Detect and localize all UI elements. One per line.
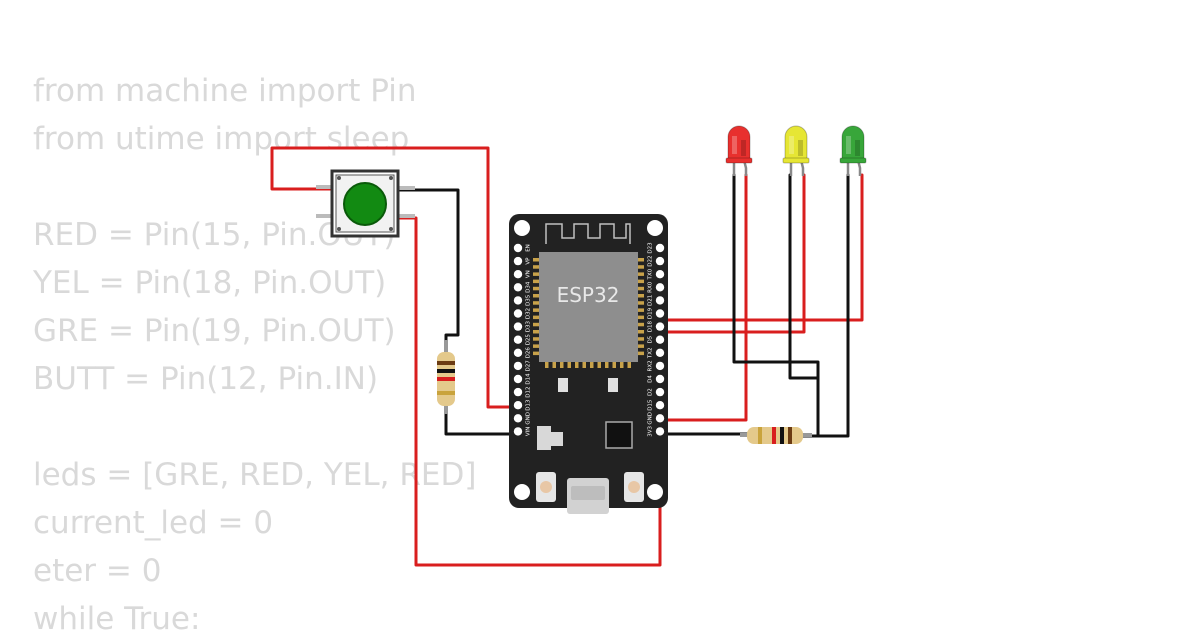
wire-green-led-cathode xyxy=(798,173,850,438)
pin-hole-d4[interactable] xyxy=(655,374,665,384)
pin-label: D23 xyxy=(648,242,654,254)
esp32-module xyxy=(539,252,638,362)
code-listing: from machine import Pin from utime import… xyxy=(33,67,476,643)
code-line: from machine import Pin xyxy=(33,73,417,109)
pin-label: D25 xyxy=(526,334,532,346)
pin-hole-d2[interactable] xyxy=(655,387,665,397)
pin-label: D19 xyxy=(648,307,654,319)
pin-hole-d33[interactable] xyxy=(513,322,523,331)
pin-hole-gnd[interactable] xyxy=(513,414,523,423)
pin-label: TX2 xyxy=(648,347,654,359)
pin-hole-d26[interactable] xyxy=(513,348,523,357)
pin-hole-3v3[interactable] xyxy=(655,427,665,436)
wire-red-led-to-d15 xyxy=(658,173,748,422)
pin-hole-d19[interactable] xyxy=(655,309,665,318)
pin-label: D2 xyxy=(648,388,654,396)
wire-red-led-cathode xyxy=(732,173,820,438)
pin-label: D13 xyxy=(526,399,532,411)
pin-hole-vin[interactable] xyxy=(513,427,523,436)
pin-hole-d34[interactable] xyxy=(513,283,523,292)
code-line: from utime import sleep xyxy=(33,121,410,157)
pin-hole-d21[interactable] xyxy=(655,296,665,305)
pin-hole-d12[interactable] xyxy=(513,387,523,397)
right-pin-header: D23D22TX0RX0D21D19D18D5TX2RX2D4D2D15GND3… xyxy=(648,242,665,437)
pin-label: D21 xyxy=(648,295,654,306)
pin-label: EN xyxy=(526,244,532,252)
code-line: YEL = Pin(18, Pin.OUT) xyxy=(33,265,387,301)
pin-hole-en[interactable] xyxy=(513,243,523,253)
pin-hole-d14[interactable] xyxy=(513,374,523,384)
button-cap[interactable] xyxy=(343,182,387,226)
pin-label: D14 xyxy=(526,373,532,385)
pin-hole-d15[interactable] xyxy=(655,401,665,410)
pin-label: D22 xyxy=(648,255,654,266)
led-red xyxy=(725,125,753,176)
pin-hole-d27[interactable] xyxy=(513,361,523,371)
code-line: GRE = Pin(19, Pin.OUT) xyxy=(33,313,396,349)
code-line: BUTT = Pin(12, Pin.IN) xyxy=(33,361,379,397)
pin-label: D18 xyxy=(648,320,654,332)
pin-hole-tx0[interactable] xyxy=(655,270,665,279)
wire-button-to-d12 xyxy=(270,146,520,409)
pin-label: D26 xyxy=(526,347,532,359)
pin-hole-rx2[interactable] xyxy=(655,361,665,371)
pin-hole-d35[interactable] xyxy=(513,296,523,305)
usb-serial-chip xyxy=(605,421,633,449)
led-group xyxy=(725,125,867,176)
pin-hole-gnd[interactable] xyxy=(655,414,665,423)
pin-label: D15 xyxy=(648,399,654,411)
wire-green-led-to-d19 xyxy=(658,173,864,322)
voltage-regulator xyxy=(537,426,551,450)
pin-label: D35 xyxy=(526,294,532,306)
pin-label: D33 xyxy=(526,320,532,332)
pin-hole-d22[interactable] xyxy=(655,256,665,266)
code-line: RED = Pin(15, Pin.OUT) xyxy=(33,217,396,253)
pin-label: GND xyxy=(526,412,532,425)
pin-hole-tx2[interactable] xyxy=(655,348,665,357)
pin-label: D34 xyxy=(526,281,532,293)
push-button[interactable] xyxy=(316,169,415,238)
code-line: eter = 0 xyxy=(33,553,162,589)
pin-label: D5 xyxy=(648,335,654,343)
led-yellow xyxy=(782,125,810,176)
antenna-trace xyxy=(545,223,631,244)
pin-label: VIN xyxy=(526,427,532,437)
pin-label: D32 xyxy=(526,308,532,319)
pin-label: TX0 xyxy=(648,268,654,280)
code-line: leds = [GRE, RED, YEL, RED] xyxy=(33,457,477,493)
wire-yellow-led-cathode xyxy=(788,173,820,380)
pin-hole-d32[interactable] xyxy=(513,309,523,318)
led-resistor xyxy=(740,427,812,444)
pin-hole-d23[interactable] xyxy=(655,243,665,253)
pin-label: 3V3 xyxy=(648,426,654,437)
esp32-board: ESP32 ENVPVND34D35D32D33D25D26D27D14D12D… xyxy=(509,214,668,514)
pin-label: D12 xyxy=(526,386,532,397)
pin-label: RX0 xyxy=(648,281,654,293)
pin-label: VN xyxy=(526,270,532,278)
pin-hole-rx0[interactable] xyxy=(655,283,665,292)
pin-hole-vp[interactable] xyxy=(513,256,523,266)
pin-label: D27 xyxy=(526,360,532,372)
chip-label: ESP32 xyxy=(557,283,620,307)
pin-hole-vn[interactable] xyxy=(513,270,523,279)
pin-label: D4 xyxy=(648,375,654,383)
wire-yellow-led-to-d18 xyxy=(658,173,806,334)
wire-resistor-to-gnd xyxy=(444,406,520,436)
pin-label: VP xyxy=(526,257,532,265)
circuit-diagram: ESP32 ENVPVND34D35D32D33D25D26D27D14D12D… xyxy=(270,125,867,567)
chip-pins xyxy=(533,258,644,368)
pin-hole-d25[interactable] xyxy=(513,335,523,344)
pin-label: RX2 xyxy=(648,360,654,371)
pin-hole-d18[interactable] xyxy=(655,322,665,331)
led-green xyxy=(839,125,867,176)
pin-label: GND xyxy=(648,412,654,425)
pin-hole-d13[interactable] xyxy=(513,401,523,410)
pin-hole-d5[interactable] xyxy=(655,335,665,344)
code-line: current_led = 0 xyxy=(33,505,274,541)
pull-down-resistor xyxy=(437,340,455,414)
